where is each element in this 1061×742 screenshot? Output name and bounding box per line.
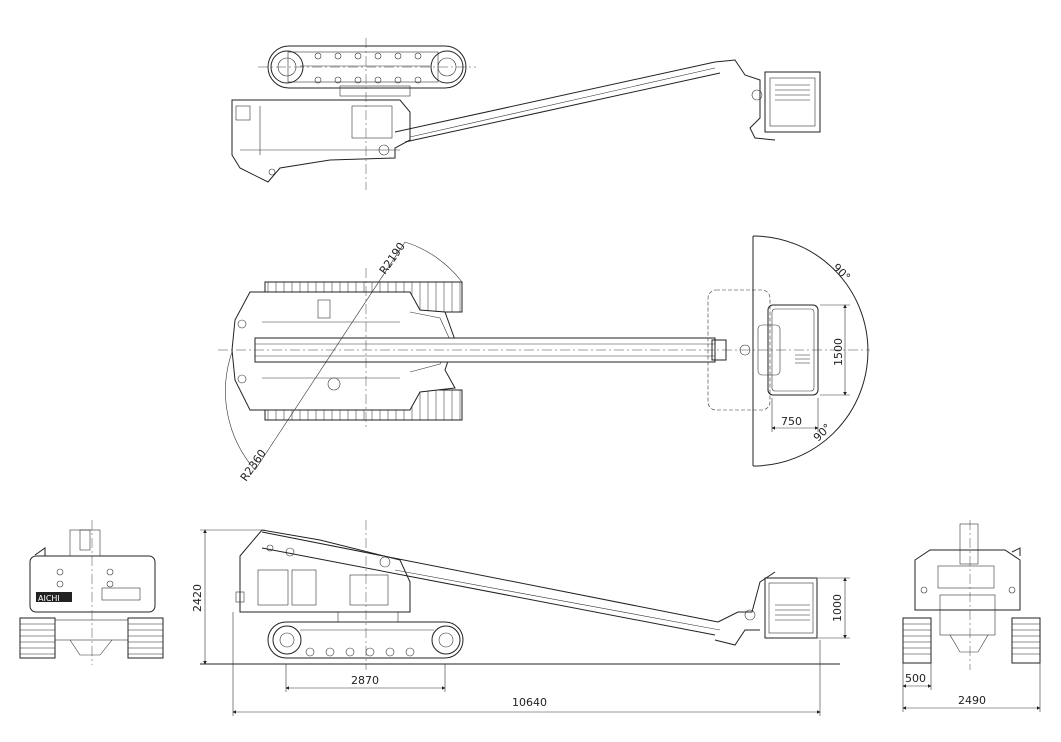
- dim-platform-width: 1500: [832, 338, 845, 366]
- front-tracks: [902, 617, 1041, 664]
- dim-swing-upper: 90°: [830, 261, 853, 284]
- dim-platform-depth: 750: [781, 415, 802, 428]
- plan-view: [218, 235, 870, 471]
- upper-boom: [394, 61, 721, 143]
- side-platform: [714, 571, 818, 646]
- swing-arc: [752, 235, 869, 467]
- rear-view: AICHI: [19, 520, 164, 665]
- dim-swing-lower: 90°: [811, 421, 834, 444]
- dim-track-length: 2870: [351, 674, 379, 687]
- dim-track-width: 500: [905, 672, 926, 685]
- side-tracks: [267, 621, 464, 659]
- front-view: [902, 520, 1041, 670]
- front-body: [914, 523, 1021, 636]
- dim-overall-width: 2490: [958, 694, 986, 707]
- radius-line: [254, 241, 406, 471]
- upper-view: [231, 38, 821, 190]
- side-body: [235, 529, 411, 623]
- rear-tracks: [19, 617, 164, 659]
- dim-platform-height: 1000: [831, 594, 844, 622]
- upper-body: [231, 99, 411, 183]
- dim-radius-upper: R2190: [377, 240, 408, 277]
- upper-roller-bolts: [314, 52, 422, 84]
- logo-text: AICHI: [38, 594, 60, 603]
- rear-body: AICHI: [29, 529, 156, 613]
- side-boom: [261, 531, 721, 636]
- dim-overall-height: 2420: [191, 584, 204, 612]
- dim-overall-length: 10640: [512, 696, 547, 709]
- upper-platform: [714, 59, 821, 141]
- side-view: [200, 520, 840, 670]
